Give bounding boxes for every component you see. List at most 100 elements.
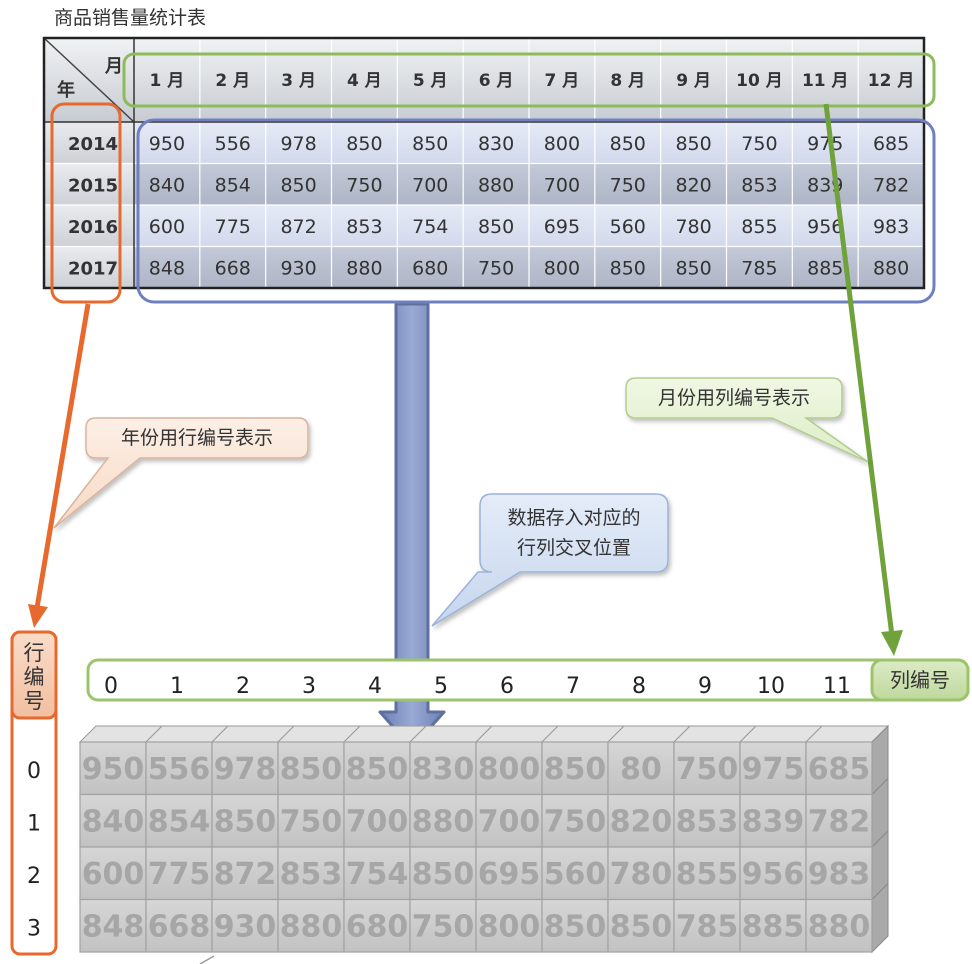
month-to-column-arrow <box>823 103 903 656</box>
array-cell-value: 680 <box>346 910 409 945</box>
array-cell-value: 785 <box>676 910 739 945</box>
array-cell-value: 556 <box>148 752 211 787</box>
table-cell: 780 <box>675 216 711 238</box>
column-number: 4 <box>368 674 382 699</box>
month-header: 7 月 <box>545 71 580 91</box>
table-cell: 855 <box>741 216 777 238</box>
callout-year-rows-text: 年份用行编号表示 <box>121 427 273 449</box>
array-cell <box>739 846 807 901</box>
array-cell <box>277 846 345 901</box>
table-cell: 853 <box>741 175 777 197</box>
array-cell-value: 830 <box>412 752 475 787</box>
corner-year-label: 年 <box>57 79 75 101</box>
array-cell <box>211 846 279 901</box>
array-cell-value: 872 <box>214 857 277 892</box>
month-header: 1 月 <box>150 71 185 91</box>
data-highlight <box>136 118 936 304</box>
year-to-row-arrow <box>28 303 91 628</box>
array-cell <box>541 793 609 848</box>
table-cell: 668 <box>215 258 251 280</box>
array-cell-value: 850 <box>610 910 673 945</box>
table-cell: 850 <box>412 133 448 155</box>
table-cell: 872 <box>280 216 316 238</box>
column-number: 7 <box>566 674 580 699</box>
array-cell <box>805 793 873 848</box>
column-number: 8 <box>632 674 646 699</box>
table-cell: 782 <box>873 175 909 197</box>
array-cell-value: 853 <box>280 857 343 892</box>
table-cell: 930 <box>280 258 316 280</box>
array-cell-value: 700 <box>478 805 541 840</box>
array-cell-value: 855 <box>676 857 739 892</box>
array-cell <box>673 741 741 796</box>
array-cell <box>409 846 477 901</box>
array-cell-value: 850 <box>280 752 343 787</box>
month-header: 6 月 <box>479 71 514 91</box>
row-index-label-char: 编 <box>24 665 45 689</box>
corner-month-label: 月 <box>104 56 123 77</box>
month-highlight <box>122 52 936 108</box>
table-cell: 850 <box>610 258 646 280</box>
table-cell: 560 <box>610 216 646 238</box>
table-cell: 750 <box>478 258 514 280</box>
table-cell: 840 <box>149 175 185 197</box>
array-cell-value: 750 <box>544 805 607 840</box>
callout-data-position-line1: 数据存入对应的 <box>507 507 640 529</box>
array-cell-value: 775 <box>148 857 211 892</box>
array-cell <box>79 846 147 901</box>
array-cell-value: 978 <box>214 752 277 787</box>
array-cell <box>211 898 279 953</box>
array-cell-value: 848 <box>82 910 145 945</box>
array-cell-value: 850 <box>214 805 277 840</box>
array-cell <box>277 898 345 953</box>
table-cell: 850 <box>280 175 316 197</box>
table-cell: 785 <box>741 258 777 280</box>
array-cell <box>145 898 213 953</box>
callout-data-position <box>431 493 669 627</box>
table-cell: 854 <box>215 175 251 197</box>
table-cell: 975 <box>807 133 843 155</box>
year-label: 2017 <box>68 259 118 280</box>
array-cell-value: 950 <box>82 752 145 787</box>
array-cell-value: 750 <box>280 805 343 840</box>
column-number: 10 <box>757 674 785 699</box>
array-cell <box>277 741 345 796</box>
array-cell-value: 956 <box>742 857 805 892</box>
table-cell: 820 <box>675 175 711 197</box>
table-cell: 600 <box>149 216 185 238</box>
month-header: 3 月 <box>281 71 316 91</box>
table-title: 商品销售量统计表 <box>54 7 206 29</box>
column-number: 11 <box>823 674 851 699</box>
table-cell: 880 <box>346 258 382 280</box>
table-cell: 850 <box>346 133 382 155</box>
month-header: 9 月 <box>676 71 711 91</box>
array-cell <box>739 898 807 953</box>
array-cell <box>607 898 675 953</box>
column-number: 5 <box>434 674 448 699</box>
month-header: 12 月 <box>868 71 915 91</box>
array-cell <box>79 741 147 796</box>
year-label: 2015 <box>68 176 118 197</box>
array-cell <box>673 846 741 901</box>
array-cell <box>409 898 477 953</box>
month-header: 10 月 <box>736 71 783 91</box>
array-cell-value: 880 <box>808 910 871 945</box>
array-cell <box>805 898 873 953</box>
array-cell <box>805 846 873 901</box>
array-cell <box>211 741 279 796</box>
array-cell <box>79 898 147 953</box>
table-cell: 750 <box>610 175 646 197</box>
month-header: 2 月 <box>215 71 250 91</box>
table-cell: 850 <box>675 133 711 155</box>
month-header: 4 月 <box>347 71 382 91</box>
array-cell <box>541 741 609 796</box>
year-label: 2014 <box>68 134 118 155</box>
year-highlight <box>50 102 122 304</box>
array-cell-value: 930 <box>214 910 277 945</box>
array-cell <box>343 741 411 796</box>
month-header: 11 月 <box>802 71 849 91</box>
array-cell-value: 885 <box>742 910 805 945</box>
